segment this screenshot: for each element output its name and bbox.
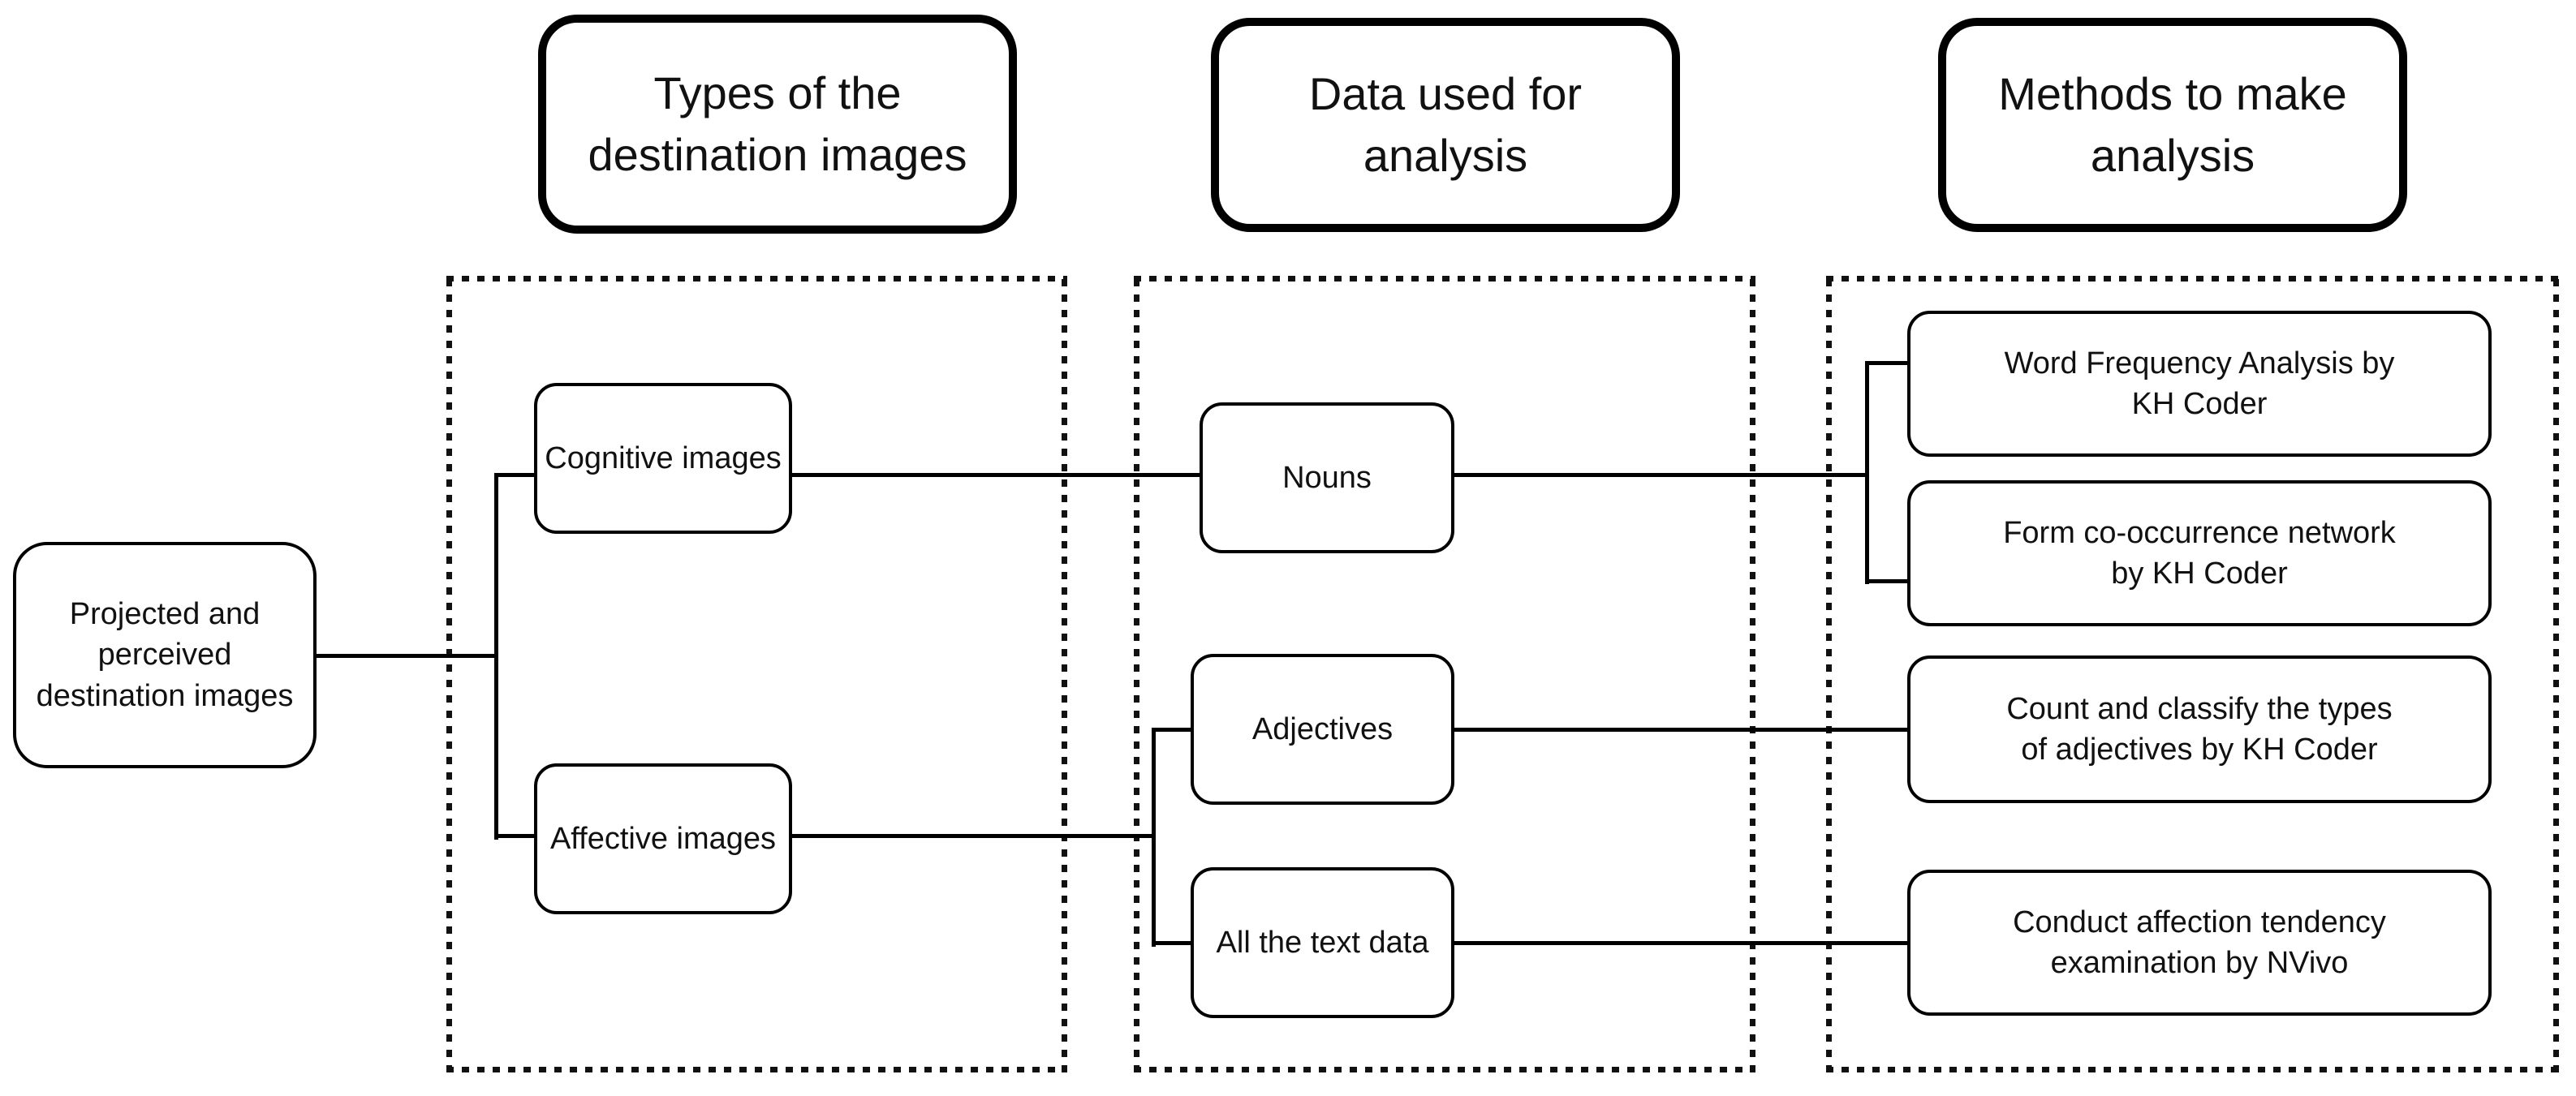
node-count-and-classify-adjectives: Count and classify the types of adjectiv… [1907, 655, 2492, 803]
connector-branch-to-adjectives [1152, 728, 1191, 732]
node-line: Conduct affection tendency [2013, 905, 2386, 939]
connector-nouns-to-branch [1454, 473, 1868, 477]
node-line: Form co-occurrence network [2003, 515, 2396, 550]
header-methods-to-make-analysis: Methods to make analysis [1938, 18, 2407, 232]
node-line: perceived [97, 638, 232, 673]
node-projected-and-perceived-destination-images: Projected and perceived destination imag… [13, 542, 317, 768]
node-form-co-occurrence-network: Form co-occurrence network by KH Coder [1907, 480, 2492, 626]
node-label: Affective images [549, 821, 777, 856]
connector-branch-to-affective [494, 834, 534, 838]
node-line: Projected and [69, 597, 261, 632]
node-line: examination by NVivo [2050, 946, 2349, 980]
node-line: Word Frequency Analysis by [2004, 346, 2395, 380]
node-line: destination images [36, 678, 294, 713]
connector-types-branch-vertical [494, 473, 498, 840]
connector-data-branch-vertical [1152, 728, 1156, 947]
node-all-the-text-data: All the text data [1191, 867, 1454, 1018]
connector-affective-to-branch [792, 834, 1155, 838]
connector-root-to-branch [317, 654, 498, 658]
connector-adjectives-to-count [1454, 728, 1907, 732]
connector-methods-branch-vertical [1865, 361, 1869, 584]
node-line: by KH Coder [2111, 557, 2288, 591]
connector-branch-to-word-frequency [1865, 361, 1907, 365]
node-line: Count and classify the types [2006, 691, 2393, 726]
node-nouns: Nouns [1200, 402, 1454, 553]
connector-cognitive-to-nouns [792, 473, 1200, 477]
header-line: analysis [2090, 130, 2255, 181]
header-line: destination images [588, 129, 967, 180]
node-line: of adjectives by KH Coder [2021, 733, 2378, 767]
header-line: analysis [1363, 130, 1528, 181]
node-affective-images: Affective images [534, 763, 792, 914]
node-label: Adjectives [1251, 711, 1394, 746]
header-line: Methods to make [1998, 67, 2347, 119]
node-conduct-affection-tendency: Conduct affection tendency examination b… [1907, 870, 2492, 1016]
node-cognitive-images: Cognitive images [534, 383, 792, 534]
node-label: All the text data [1216, 925, 1429, 960]
connector-all-text-to-nvivo [1454, 941, 1907, 945]
header-data-used-for-analysis: Data used for analysis [1211, 18, 1680, 232]
connector-branch-to-cognitive [494, 473, 534, 477]
header-line: Types of the [653, 67, 902, 118]
node-line: KH Coder [2131, 387, 2268, 421]
node-label: Nouns [1282, 460, 1372, 495]
node-word-frequency-analysis: Word Frequency Analysis by KH Coder [1907, 311, 2492, 457]
header-types-of-the-destination-images: Types of the destination images [538, 15, 1017, 234]
node-adjectives: Adjectives [1191, 654, 1454, 805]
connector-branch-to-all-text [1152, 941, 1191, 945]
connector-branch-to-co-occurrence [1865, 579, 1907, 583]
header-line: Data used for [1308, 67, 1583, 119]
node-label: Cognitive images [545, 441, 782, 475]
